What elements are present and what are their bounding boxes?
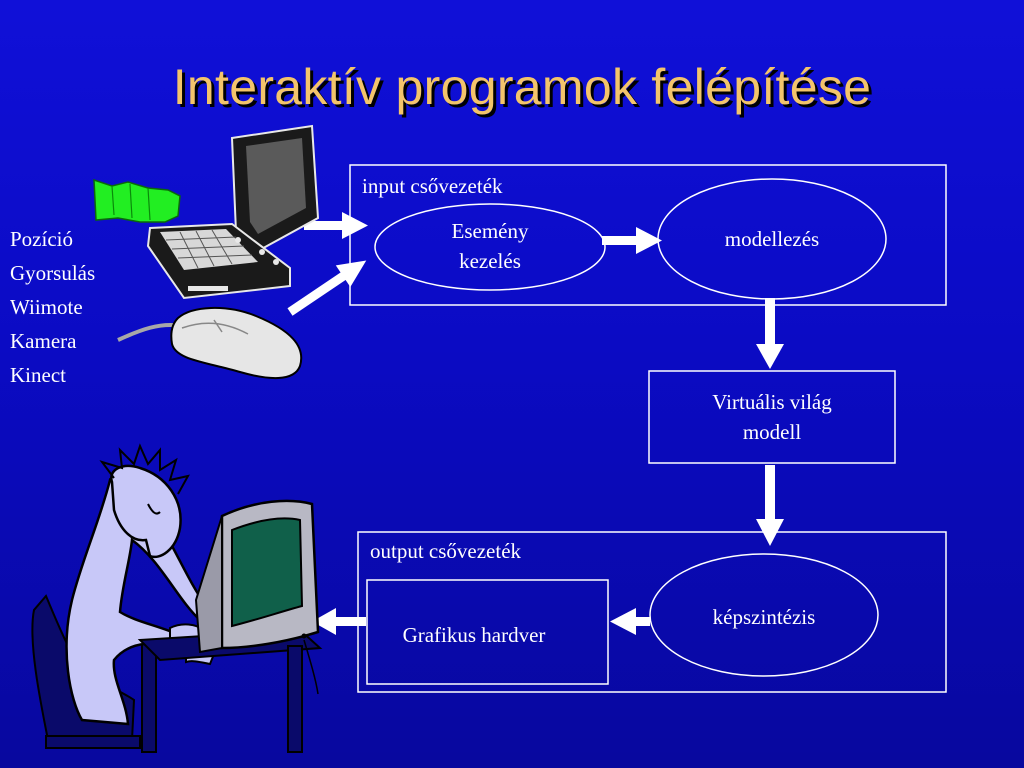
- arrow-modeling-to-world: [756, 298, 784, 369]
- event-handling-line1: Esemény: [451, 219, 529, 243]
- arrow-synthesis-to-graphics: [610, 608, 650, 635]
- monitor-icon: [194, 499, 320, 695]
- input-pipeline-frame: [349, 164, 947, 306]
- synthesis-text: képszintézis: [712, 605, 816, 629]
- virtual-world-line1: Virtuális világ: [712, 390, 832, 414]
- output-pipeline-label: output csővezeték: [370, 539, 522, 563]
- arrow-laptop-to-input: [304, 212, 368, 239]
- modeling-text: modellezés: [724, 227, 820, 251]
- page-title: Interaktív programok felépítése: [172, 59, 872, 115]
- mouse-icon: [117, 307, 303, 380]
- event-handling-node: [374, 203, 606, 291]
- arrow-graphics-to-monitor: [312, 608, 366, 635]
- arrows: [287, 212, 784, 635]
- virtual-world-line2: modell: [742, 420, 802, 444]
- laptop-icon: [146, 124, 320, 300]
- device-item-wiimote: Wiimote: [10, 295, 83, 319]
- virtual-world-node: [648, 370, 896, 464]
- input-pipeline-label: input csővezeték: [362, 174, 503, 198]
- device-item-position: Pozíció: [10, 227, 73, 251]
- synthesis-node: [649, 553, 879, 677]
- arrow-mouse-to-input: [287, 260, 367, 316]
- device-item-kinect: Kinect: [10, 363, 66, 387]
- device-item-camera: Kamera: [10, 329, 77, 353]
- device-list: Pozíció Gyorsulás Wiimote Kamera Kinect: [10, 222, 95, 392]
- virtual-world-text: Virtuális világ modell: [649, 387, 895, 447]
- device-item-acceleration: Gyorsulás: [10, 261, 96, 285]
- output-pipeline-frame: [357, 531, 947, 693]
- graphics-hardware-text: Grafikus hardver: [402, 623, 546, 647]
- glove-icon: [93, 178, 181, 223]
- graphics-hardware-node: [366, 579, 609, 685]
- event-handling-text: Esemény kezelés: [400, 216, 580, 276]
- event-handling-line2: kezelés: [459, 249, 521, 273]
- arrow-world-to-synthesis: [756, 465, 784, 546]
- arrow-event-to-modeling: [602, 227, 662, 254]
